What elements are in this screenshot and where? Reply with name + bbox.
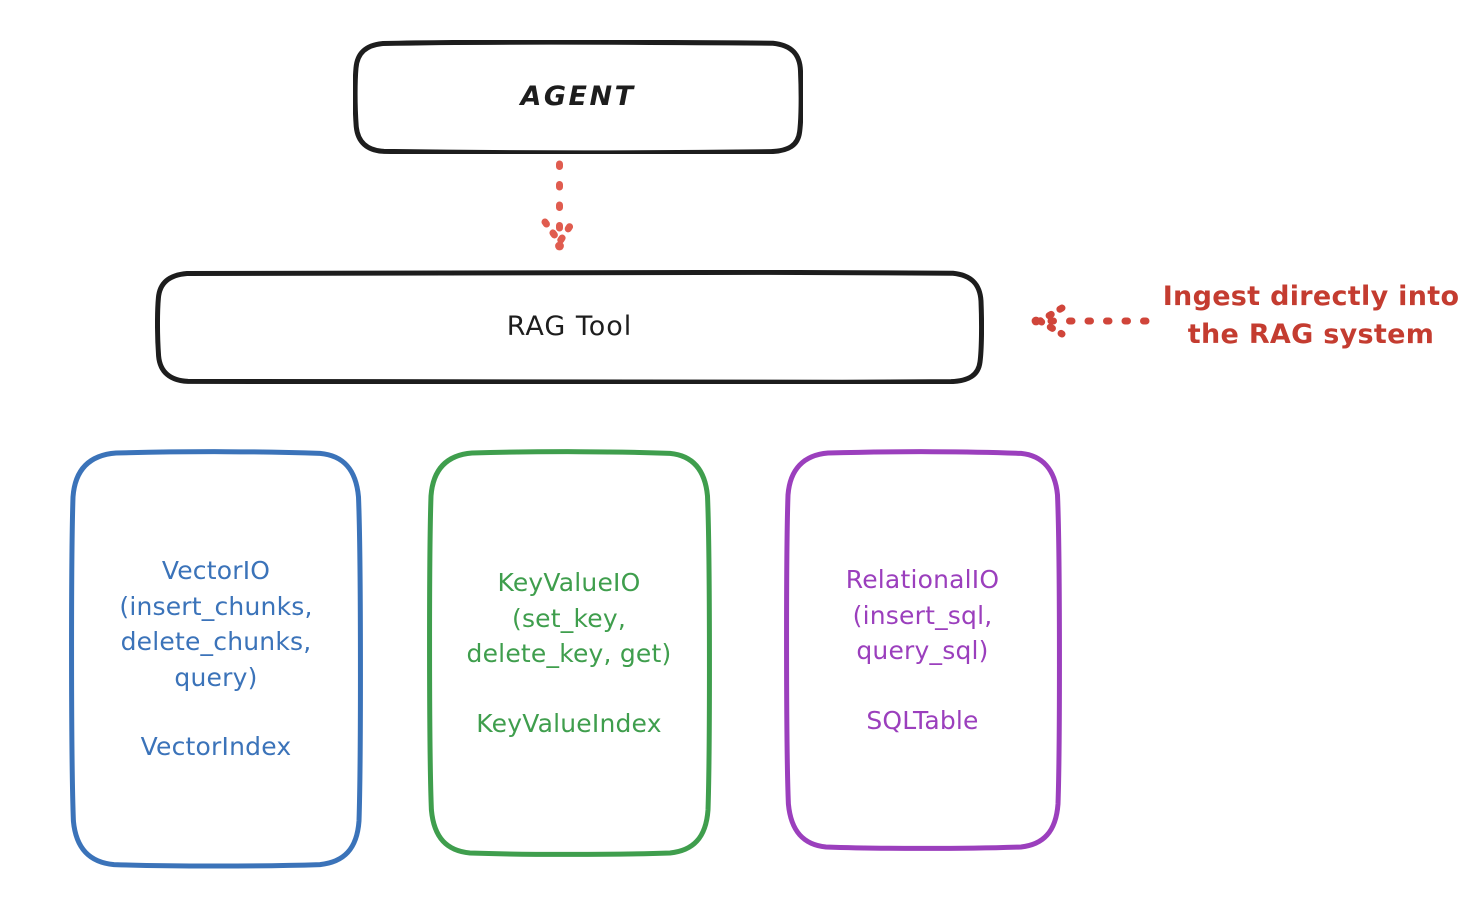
node-rag-tool[interactable]: RAG Tool (155, 270, 984, 384)
node-key-value-io-secondary-label: KeyValueIndex (476, 708, 662, 738)
annotation-ingest-label: Ingest directly into the RAG system (1162, 281, 1460, 351)
annotation-ingest: Ingest directly into the RAG system (1024, 278, 1474, 368)
node-key-value-io[interactable]: KeyValueIO (set_key, delete_key, get) Ke… (426, 449, 712, 857)
ingest-annotation-arrow-icon (1031, 304, 1150, 338)
node-relational-io-primary-label: RelationalIO (insert_sql, query_sql) (845, 565, 1000, 665)
node-agent-label: AGENT (520, 81, 636, 113)
node-relational-io-secondary-label: SQLTable (866, 705, 979, 735)
edge-agent-to-rag-tool (541, 160, 578, 251)
node-vector-io[interactable]: VectorIO (insert_chunks, delete_chunks, … (68, 449, 364, 869)
node-rag-tool-label: RAG Tool (506, 311, 633, 343)
node-vector-io-primary-label: VectorIO (insert_chunks, delete_chunks, … (119, 556, 313, 692)
node-vector-io-secondary-label: VectorIndex (140, 732, 292, 762)
node-agent[interactable]: AGENT (353, 40, 803, 154)
node-key-value-io-primary-label: KeyValueIO (set_key, delete_key, get) (466, 568, 672, 668)
node-relational-io[interactable]: RelationalIO (insert_sql, query_sql) SQL… (783, 449, 1062, 851)
